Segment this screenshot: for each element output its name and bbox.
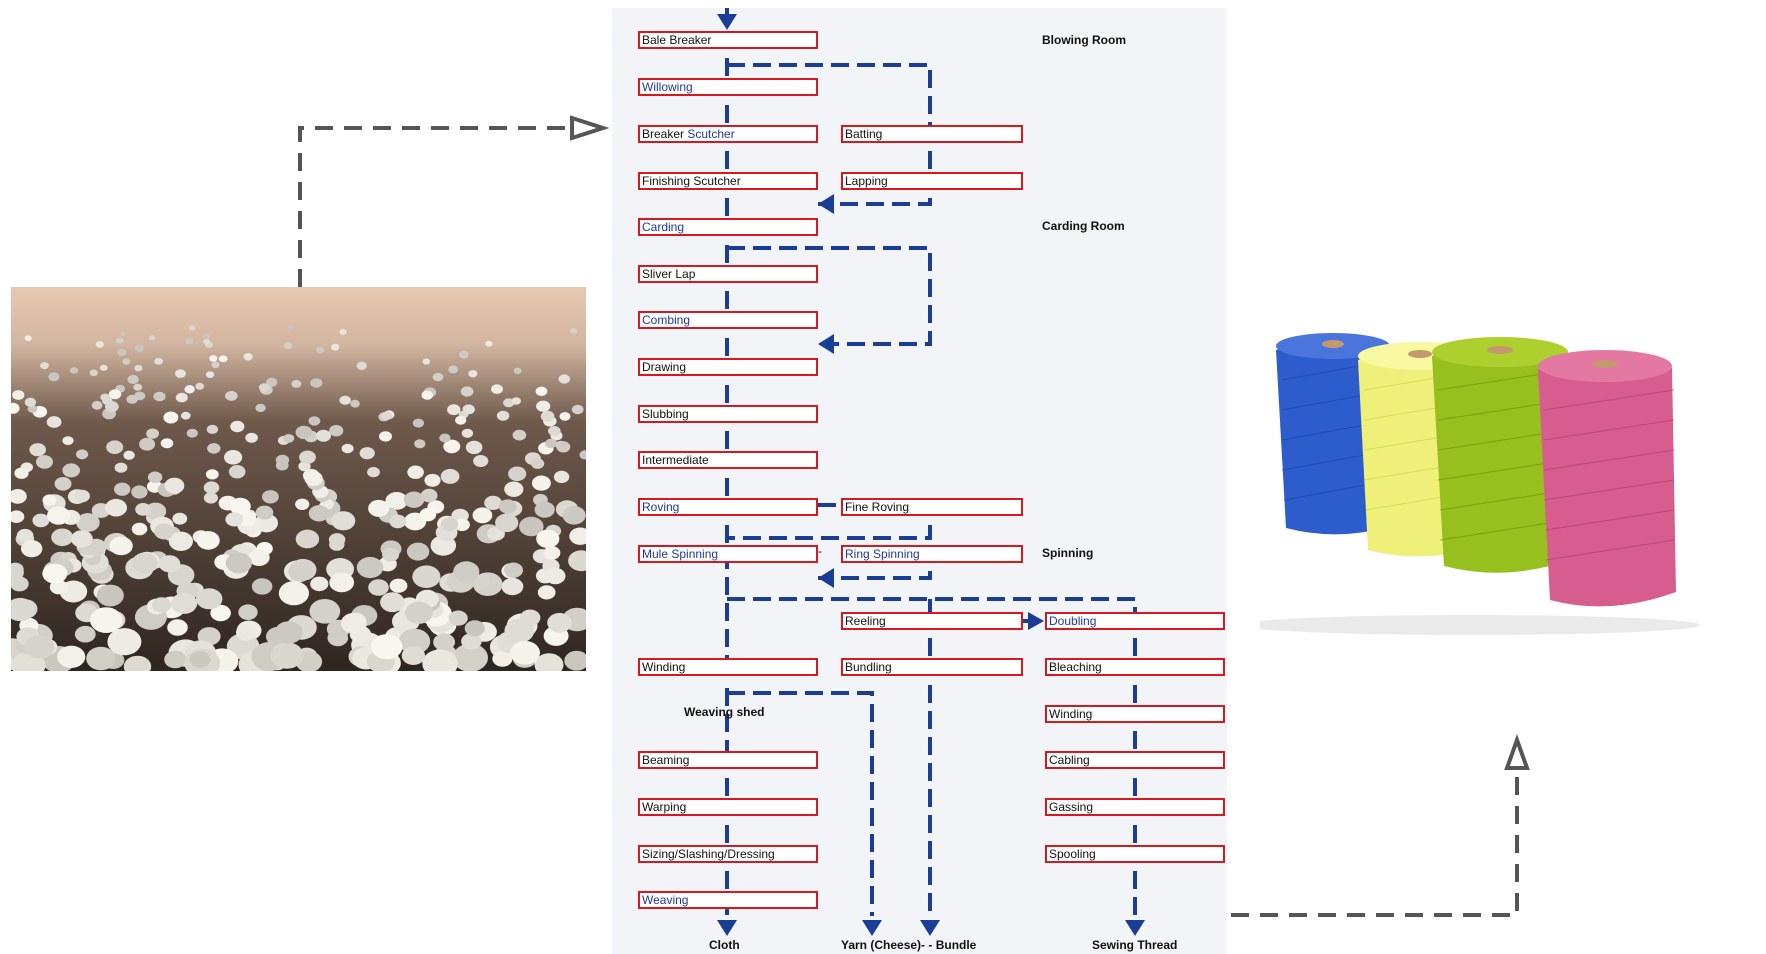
process-box-sliver-lap: Sliver Lap	[638, 265, 818, 283]
process-box-cabling: Cabling	[1045, 751, 1225, 769]
cotton-to-process-connector	[298, 126, 570, 287]
process-box-gassing: Gassing	[1045, 798, 1225, 816]
flow-lines	[717, 8, 1145, 936]
mule-ring-separator: -	[818, 544, 822, 558]
output-label-yarn-bundle: Yarn (Cheese)- - Bundle	[841, 938, 977, 952]
process-to-spools-connector	[1231, 770, 1519, 917]
process-box-lapping: Lapping	[841, 172, 1023, 190]
process-box-ring-spinning[interactable]: Ring Spinning	[841, 545, 1023, 563]
process-box-slubbing: Slubbing	[638, 405, 818, 423]
cotton-field-photo	[11, 287, 586, 671]
section-label-carding-room: Carding Room	[1042, 219, 1125, 233]
process-box-combing[interactable]: Combing	[638, 311, 818, 329]
process-box-fine-roving: Fine Roving	[841, 498, 1023, 516]
process-box-beaming: Beaming	[638, 751, 818, 769]
process-box-willowing[interactable]: Willowing	[638, 78, 818, 96]
output-label-cloth: Cloth	[709, 938, 740, 952]
process-box-winding-thread: Winding	[1045, 705, 1225, 723]
yarn-spools-photo	[1240, 320, 1760, 640]
process-box-winding: Winding	[638, 658, 818, 676]
output-label-sewing-thread: Sewing Thread	[1092, 938, 1178, 952]
process-box-mule-spinning[interactable]: Mule Spinning	[638, 545, 818, 563]
section-label-spinning: Spinning	[1042, 546, 1094, 560]
process-box-reeling: Reeling	[841, 612, 1023, 630]
connector-arrowhead-up	[1504, 734, 1530, 770]
process-box-bale-breaker: Bale Breaker	[638, 31, 818, 49]
process-box-batting: Batting	[841, 125, 1023, 143]
section-label-weaving-shed: Weaving shed	[684, 705, 765, 719]
breaker-label: Breaker	[642, 127, 685, 141]
process-box-finishing-scutcher: Finishing Scutcher	[638, 172, 818, 190]
process-box-warping: Warping	[638, 798, 818, 816]
scutcher-link[interactable]: Scutcher	[687, 127, 735, 141]
process-box-roving[interactable]: Roving	[638, 498, 818, 516]
process-box-spooling: Spooling	[1045, 845, 1225, 863]
process-box-drawing: Drawing	[638, 358, 818, 376]
process-box-carding[interactable]: Carding	[638, 218, 818, 236]
process-box-intermediate: Intermediate	[638, 451, 818, 469]
process-box-sizing: Sizing/Slashing/Dressing	[638, 845, 818, 863]
process-box-weaving[interactable]: Weaving	[638, 891, 818, 909]
connector-arrowhead-right	[570, 115, 610, 141]
process-box-doubling[interactable]: Doubling	[1045, 612, 1225, 630]
process-flow-panel: Bale Breaker Willowing Breaker Scutcher …	[612, 8, 1227, 954]
flow-arrowheads	[717, 14, 1145, 936]
process-box-bundling: Bundling	[841, 658, 1023, 676]
process-box-breaker-scutcher: Breaker Scutcher	[638, 125, 818, 143]
process-box-bleaching: Bleaching	[1045, 658, 1225, 676]
section-label-blowing-room: Blowing Room	[1042, 33, 1126, 47]
